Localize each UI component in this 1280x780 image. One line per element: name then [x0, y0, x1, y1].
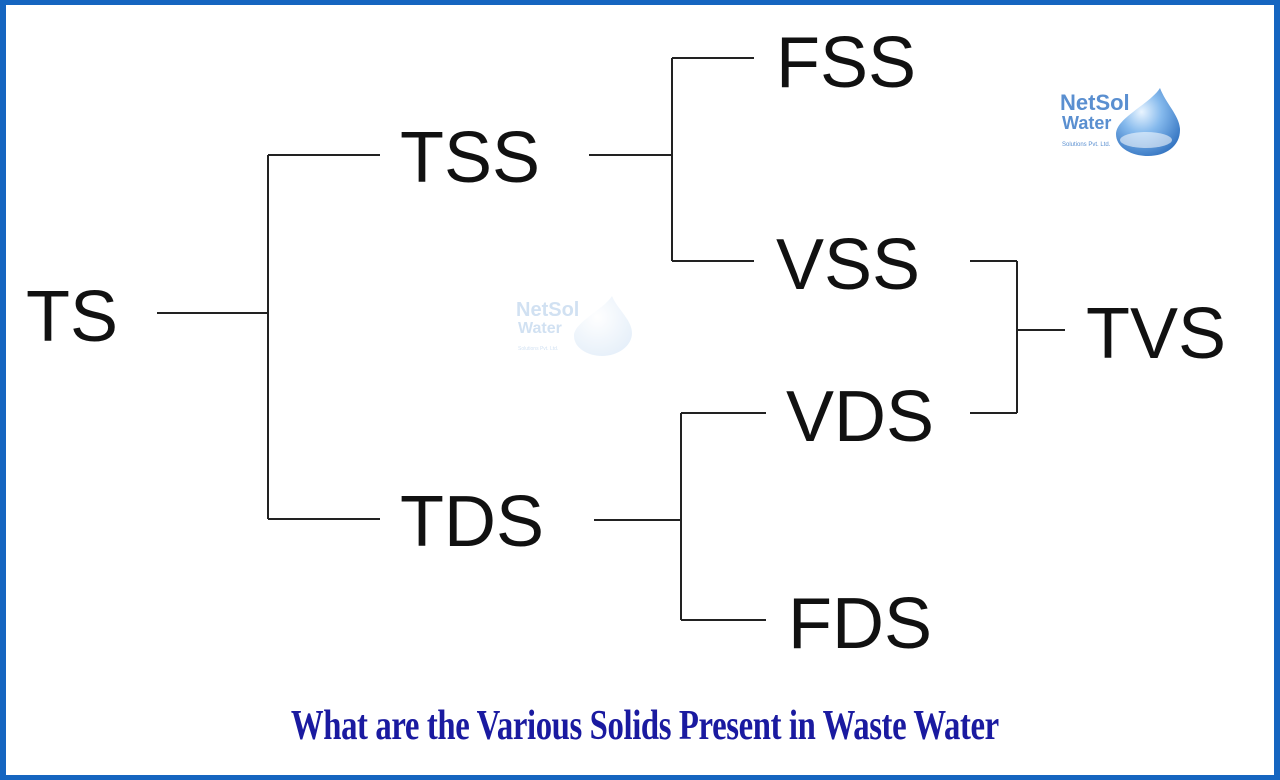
page-caption: What are the Various Solids Present in W… [290, 703, 999, 749]
node-tvs: TVS [1086, 294, 1226, 374]
logo-line3: Solutions Pvt. Ltd. [1062, 142, 1111, 148]
node-tds: TDS [400, 482, 544, 562]
node-vds: VDS [786, 377, 934, 457]
water-drop-icon [574, 296, 632, 356]
watermark-line3: Solutions Pvt. Ltd. [518, 346, 558, 352]
node-tss: TSS [400, 118, 540, 198]
watermark-line1: NetSol [516, 299, 579, 321]
watermark-line2: Water [518, 320, 562, 337]
logo-line1: NetSol [1060, 90, 1130, 115]
netsol-logo: NetSol Water Solutions Pvt. Ltd. [1060, 88, 1180, 156]
logo-line2: Water [1062, 113, 1111, 133]
water-drop-icon [1116, 88, 1180, 156]
netsol-watermark: NetSol Water Solutions Pvt. Ltd. [516, 296, 632, 356]
node-vss: VSS [776, 225, 920, 305]
node-fss: FSS [776, 23, 916, 103]
node-ts: TS [26, 277, 118, 357]
node-fds: FDS [788, 584, 932, 664]
